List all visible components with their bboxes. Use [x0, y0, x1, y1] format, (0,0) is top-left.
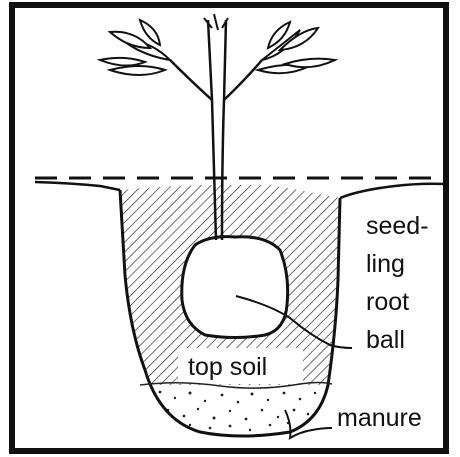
seedling-root-ball-label: seed- ling root ball [366, 212, 429, 364]
label-line-4: ball [366, 326, 429, 364]
manure-label: manure [337, 404, 422, 433]
label-line-1: seed- [366, 212, 429, 250]
top-soil-label: top soil [188, 353, 267, 382]
root-ball [182, 237, 288, 338]
right-leaves [258, 22, 335, 73]
label-line-3: root [366, 288, 429, 326]
label-line-2: ling [366, 250, 429, 288]
seedling-stem-top [170, 20, 262, 100]
left-leaves [100, 20, 170, 75]
